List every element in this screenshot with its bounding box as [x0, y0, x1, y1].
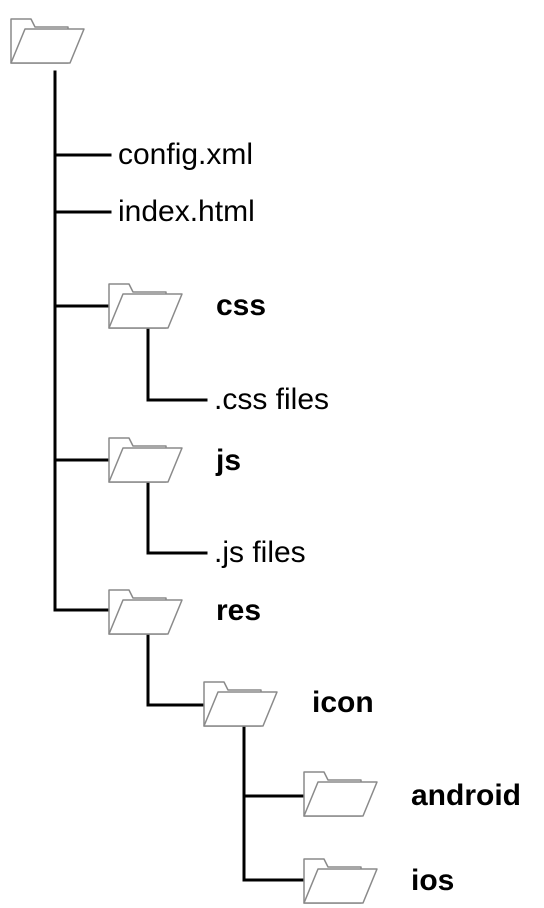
ios-folder-icon: [303, 858, 378, 904]
tree-connectors: [53, 70, 304, 882]
css-files-label: .css files: [214, 383, 330, 416]
res-folder-icon: [108, 589, 183, 635]
css-folder-icon: [108, 283, 183, 329]
icon-folder-icon: [203, 681, 278, 727]
file-config-xml: config.xml: [118, 138, 254, 171]
folder-label-js: js: [216, 444, 242, 477]
file-index-html: index.html: [118, 195, 255, 228]
folder-label-ios: ios: [411, 864, 455, 897]
js-folder-icon: [108, 437, 183, 483]
res-icon-connector: [146, 628, 206, 707]
root-folder-icon: [10, 18, 85, 64]
folder-label-android: android: [411, 779, 521, 812]
android-folder-icon: [303, 771, 378, 817]
folder-label-css: css: [216, 289, 267, 322]
folder-label-res: res: [216, 594, 262, 627]
css-files-connector: [146, 323, 208, 402]
js-files-label: .js files: [214, 536, 306, 569]
folder-label-icon: icon: [312, 686, 374, 719]
js-files-connector: [146, 476, 208, 555]
